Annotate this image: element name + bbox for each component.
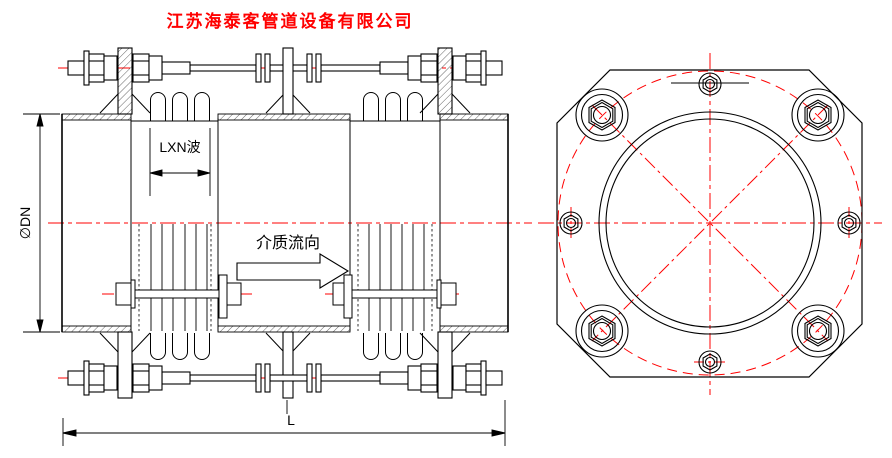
bellows-pitch-label: LXN波 (159, 139, 200, 155)
end-view-centerlines (538, 53, 882, 395)
company-title: 江苏海泰客管道设备有限公司 (167, 11, 414, 31)
corner-nut-top-left (575, 88, 629, 142)
bellows-left (130, 92, 219, 360)
length-label: L (287, 412, 295, 428)
corner-nut-top-right (791, 88, 845, 142)
flow-direction-label: 介质流向 (256, 234, 320, 252)
flow-arrow: 介质流向 (236, 234, 350, 289)
diameter-label: ∅DN (17, 207, 33, 239)
octagon-flange (556, 69, 863, 378)
dim-diameter: ∅DN (17, 113, 60, 333)
tie-rod-top (67, 47, 503, 115)
limit-bolt-left (115, 274, 242, 319)
pipe-body (61, 113, 509, 333)
side-view: LXN波 ∅DN 介质流向 L (17, 47, 532, 446)
limit-bolt-right (332, 274, 457, 319)
dim-bellows-pitch: LXN波 (149, 128, 211, 196)
flow-arrow-shape (236, 253, 350, 289)
bellows-right (349, 92, 441, 360)
tie-rod-bottom (67, 331, 503, 399)
dim-length: L (62, 400, 506, 446)
middle-support-plates (282, 47, 294, 399)
pipe-bore-circles (598, 111, 822, 335)
end-view (538, 53, 882, 395)
